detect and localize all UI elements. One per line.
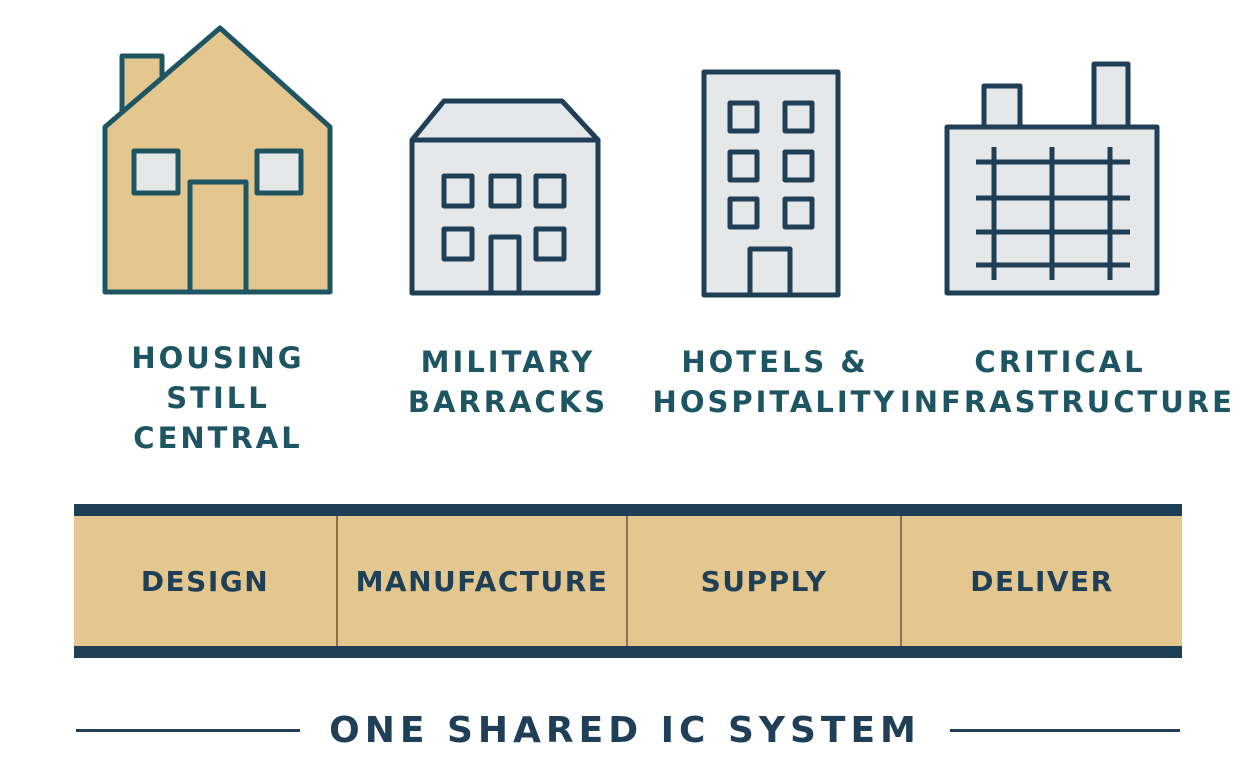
step-design: DESIGN [74,516,338,646]
infrastructure-icon [944,61,1160,296]
hotel-icon [701,69,841,298]
label-line: CRITICAL [974,345,1146,379]
process-band: DESIGN MANUFACTURE SUPPLY DELIVER [74,504,1182,658]
band-top-rule [74,504,1182,516]
label-line: HOTELS & [681,345,869,379]
sector-illustrations [102,25,1160,298]
label-line: MILITARY [420,345,596,379]
house-icon [102,25,333,295]
step-deliver: DELIVER [970,564,1114,598]
label-line: CENTRAL [133,421,303,455]
process-steps: DESIGN MANUFACTURE SUPPLY DELIVER [74,516,1182,646]
footer-rule-right [950,729,1180,732]
footer-title: ONE SHARED IC SYSTEM [329,710,921,751]
label-line: HOUSING [131,341,305,375]
footer-rule-left [76,729,300,732]
label-line: BARRACKS [407,385,609,419]
sector-label-hotels: HOTELS & HOSPITALITY [650,342,900,422]
label-line: HOSPITALITY [652,385,898,419]
band-bottom-rule [74,646,1182,658]
sector-label-housing: HOUSING STILL CENTRAL [80,338,356,458]
sector-label-critical: CRITICAL INFRASTRUCTURE [900,342,1235,422]
sector-label-military: MILITARY BARRACKS [390,342,626,422]
step-manufacture: MANUFACTURE [338,516,628,646]
barracks-icon [409,98,601,296]
step-supply: SUPPLY [628,516,902,646]
label-line: STILL [166,381,270,415]
label-line: INFRASTRUCTURE [900,385,1235,419]
